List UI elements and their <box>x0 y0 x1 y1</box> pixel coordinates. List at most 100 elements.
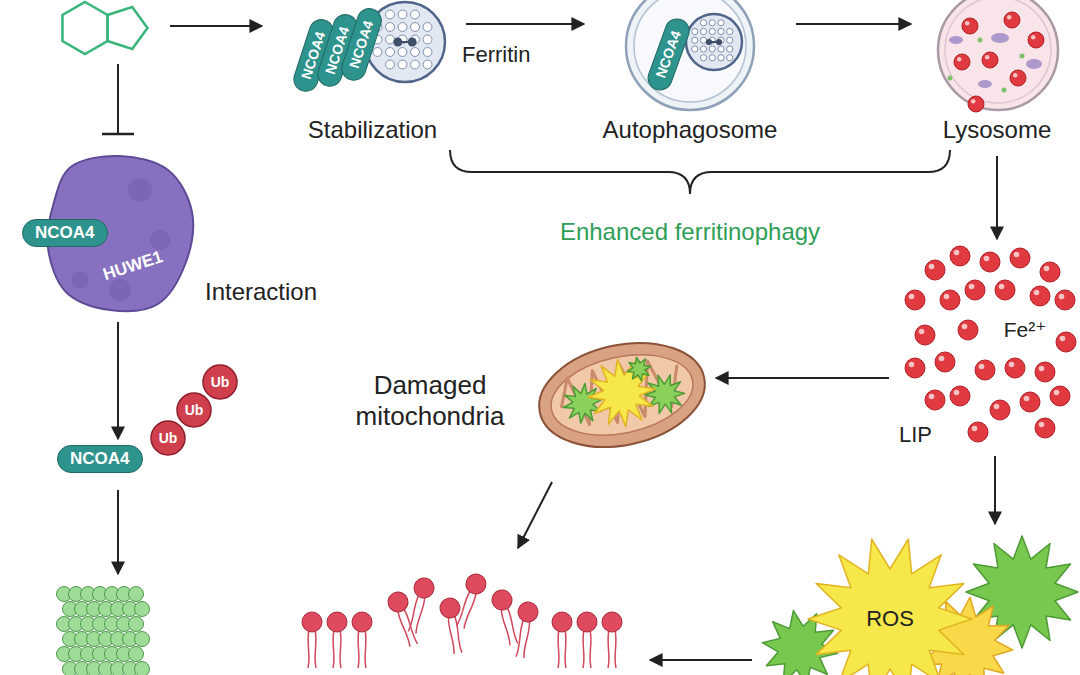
iron-dot-highlight <box>954 250 960 256</box>
lipid-tails <box>397 608 418 646</box>
lipid-head <box>302 612 322 632</box>
starburst <box>581 353 661 433</box>
ferritin-pore <box>709 20 715 26</box>
protein-pill: NCOA4 <box>22 219 108 247</box>
lipid-tails <box>358 630 366 668</box>
organelle-box: Autophagosome NCOA4 <box>590 0 790 150</box>
iron-dot <box>990 400 1010 420</box>
ros-burst <box>762 536 1078 675</box>
iron-dot-highlight <box>909 362 915 368</box>
ferritin-pore <box>386 10 395 19</box>
ferritin-pore <box>727 37 733 43</box>
autophagosome-inner-membrane <box>634 0 746 102</box>
node-label: Lysosome <box>917 116 1077 145</box>
lipid-head <box>385 589 411 615</box>
iron-dot <box>1035 362 1055 382</box>
ubiquitin-circle: Ub <box>150 420 186 456</box>
lysosome-content <box>948 12 1045 112</box>
iron-dot <box>1056 332 1076 352</box>
iron-dot <box>1010 248 1030 268</box>
iron-dot <box>950 386 970 406</box>
ubiquitin-circle: Ub <box>176 392 212 428</box>
iron-dot <box>925 390 945 410</box>
ferritin-pore <box>709 46 715 52</box>
proteasome <box>57 587 150 675</box>
iron-dot-highlight <box>1039 366 1045 372</box>
protein-lobe <box>128 178 152 202</box>
node-label: Damaged mitochondria <box>335 370 525 432</box>
ferritin-pore <box>718 55 724 61</box>
iron-dot <box>1020 392 1040 412</box>
iron-dot <box>982 52 998 68</box>
iron-pool-box: Fe²⁺LIP <box>895 245 1075 450</box>
iron-dot-highlight <box>957 57 961 61</box>
ferritin-pore <box>398 48 407 57</box>
iron-dot <box>980 252 1000 272</box>
lipid-tails <box>608 630 616 668</box>
ferritin-pore <box>727 55 733 61</box>
ferritin-pore <box>411 10 420 19</box>
phospholipid <box>552 612 572 668</box>
iron-dot <box>968 422 988 442</box>
organelle-box: Damaged mitochondria <box>335 345 710 450</box>
iron-dot-highlight <box>984 256 990 262</box>
iron-dot <box>950 246 970 266</box>
iron-dot-highlight <box>1039 422 1045 428</box>
lysosome-inner <box>945 0 1051 103</box>
iron-dot-highlight <box>962 324 968 330</box>
iron-dot <box>1030 286 1050 306</box>
iron-dot-highlight <box>994 404 1000 410</box>
iron-dot <box>958 320 978 340</box>
ferritin-pore <box>692 28 698 34</box>
phospholipid <box>302 612 322 668</box>
lipid-tails <box>516 619 530 658</box>
peroxidation-arrow <box>518 482 552 548</box>
iron-dot-highlight <box>1044 266 1050 272</box>
activation-arrow <box>170 25 262 27</box>
ferritin-pore <box>411 48 420 57</box>
lipid-head <box>602 612 622 632</box>
lipid-head <box>412 576 436 600</box>
debris-dot <box>1002 88 1007 93</box>
iron-dot-highlight <box>1014 252 1020 258</box>
ferritin-pore <box>423 23 432 32</box>
iron-dot <box>1055 290 1075 310</box>
iron-dot-highlight <box>1024 396 1030 402</box>
node-label: HUWE1 <box>92 244 174 288</box>
part-label: Ferritin <box>462 42 562 68</box>
mitochondrion <box>529 329 714 462</box>
iron-dot-highlight <box>944 294 950 300</box>
phospholipid <box>352 612 372 668</box>
iron-dot-highlight <box>979 364 985 370</box>
autophagosome-membrane <box>626 0 754 110</box>
compound-ring <box>62 2 107 54</box>
protein-pill: NCOA4 <box>644 14 693 93</box>
ferritin-pore <box>700 55 706 61</box>
ferritin-cage <box>686 14 742 70</box>
ferritin-pore <box>423 60 432 69</box>
ubiquitin-circle: Ub <box>202 364 238 400</box>
phospholipid <box>602 612 622 668</box>
node-label: Autophagosome <box>590 116 790 145</box>
starburst <box>808 539 972 675</box>
phospholipid <box>438 596 467 655</box>
iron-dot-highlight <box>939 356 945 362</box>
ferritin-pore <box>709 55 715 61</box>
iron-dot <box>962 18 978 34</box>
protein-name: NCOA4 <box>70 449 130 469</box>
iron-core <box>408 38 417 47</box>
proteasome-subunit <box>135 662 150 675</box>
iron-core <box>706 39 712 45</box>
flow-arrow <box>996 156 998 239</box>
ubiquitin-label: Ub <box>211 374 230 391</box>
starburst <box>641 371 688 418</box>
lysosome-membrane <box>938 0 1058 110</box>
inhibition-bar <box>102 133 134 136</box>
lipid-tails <box>308 630 316 668</box>
iron-dot <box>1028 32 1044 48</box>
iron-dot <box>915 325 935 345</box>
ferritin-pore <box>700 28 706 34</box>
ferritin-pore <box>411 23 420 32</box>
